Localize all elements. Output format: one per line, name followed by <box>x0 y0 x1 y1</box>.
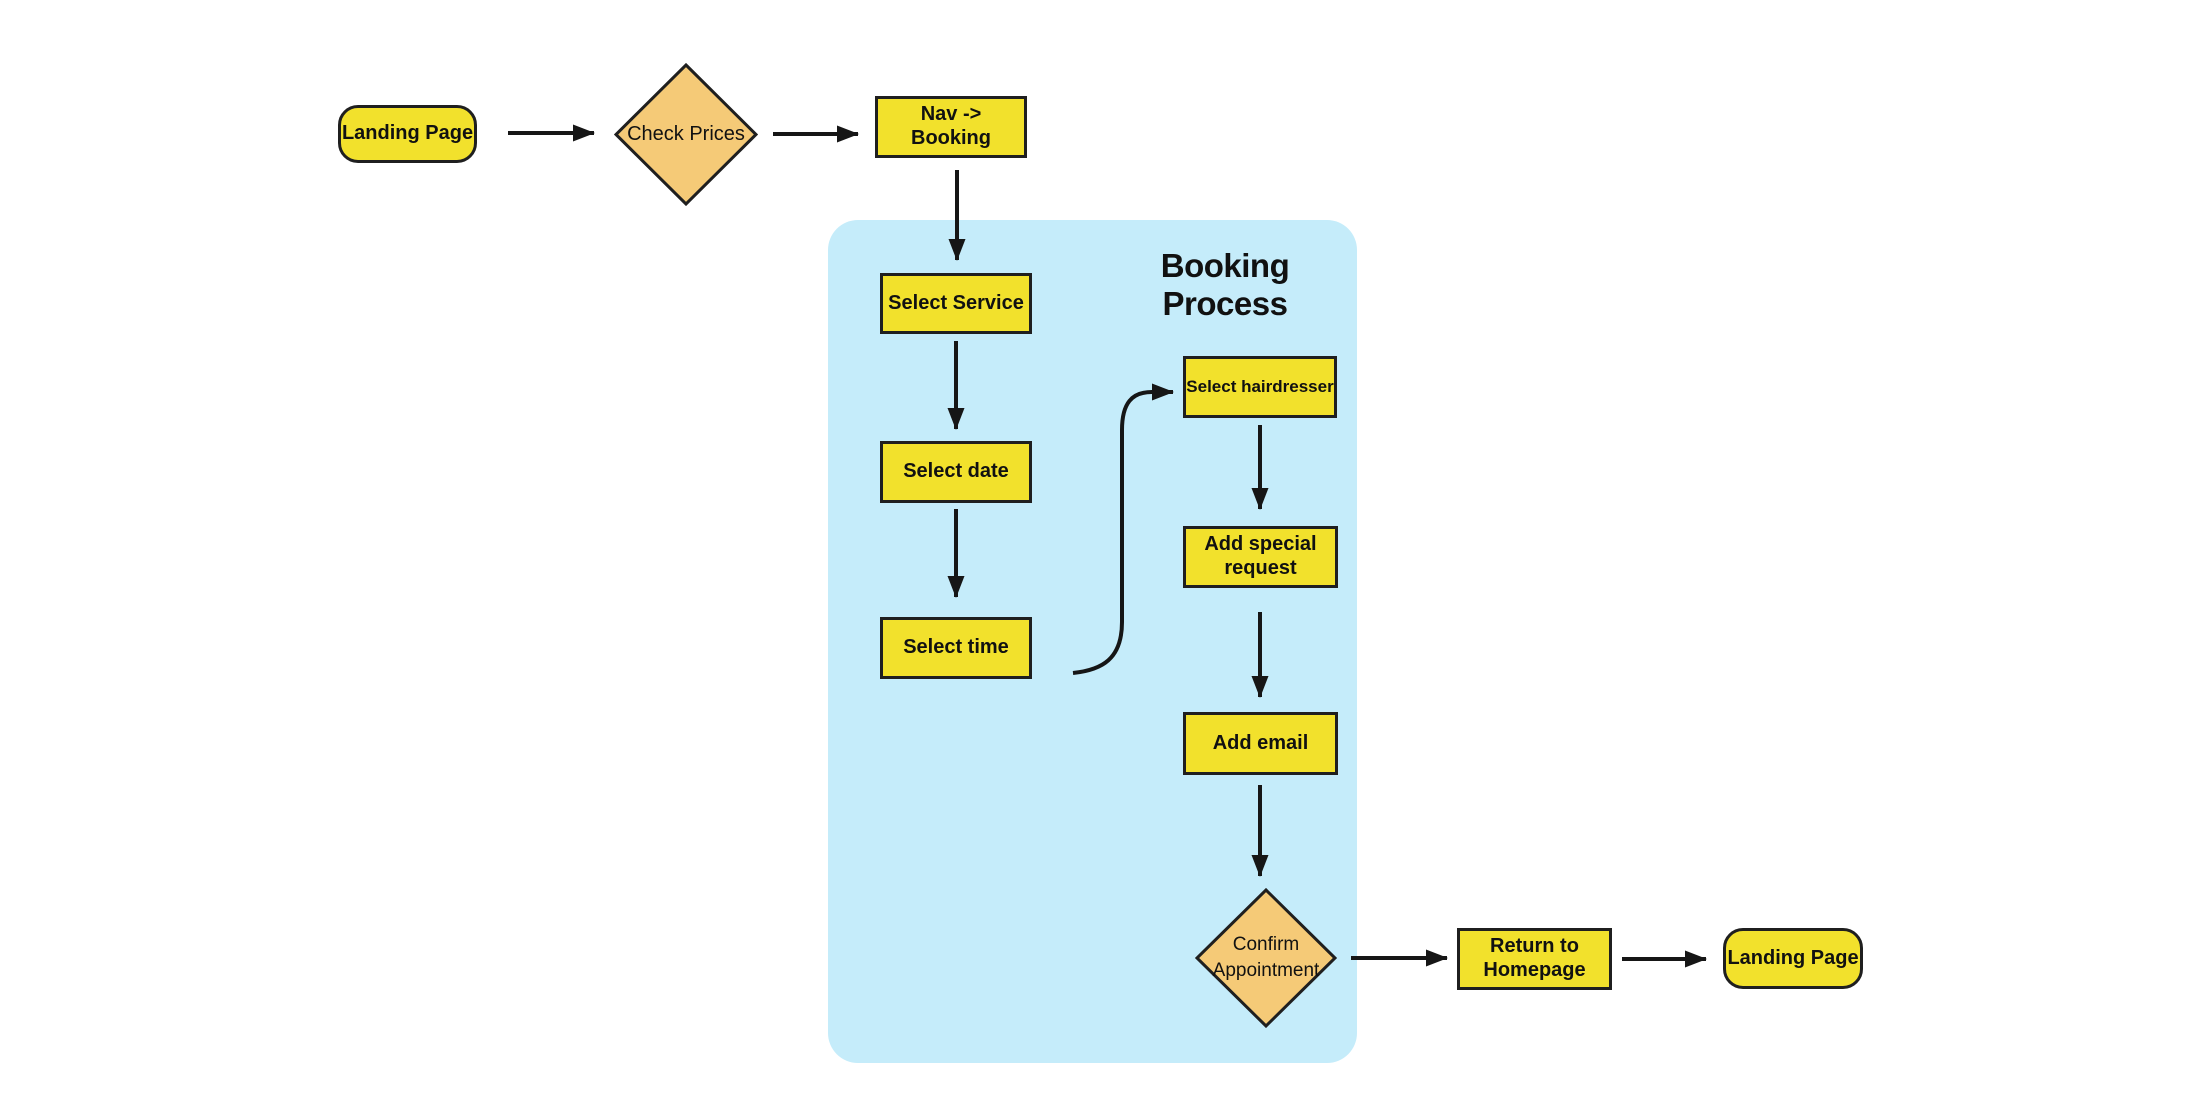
node-return-to-homepage-label: Return to Homepage <box>1483 935 1586 981</box>
node-landing-page-start: Landing Page <box>338 105 477 163</box>
node-nav-booking: Nav -> Booking <box>875 96 1027 158</box>
node-select-date-label: Select date <box>903 460 1009 483</box>
node-select-time-label: Select time <box>903 636 1009 659</box>
node-add-email-label: Add email <box>1212 731 1309 754</box>
node-check-prices-label: Check Prices <box>627 123 745 145</box>
node-return-to-homepage: Return to Homepage <box>1457 928 1612 990</box>
node-nav-booking-label: Nav -> Booking <box>911 103 991 149</box>
booking-process-title: Booking Process <box>1160 247 1290 322</box>
node-landing-page-end-label: Landing Page <box>1727 946 1859 969</box>
node-add-special-request-label: Add special request <box>1204 533 1317 579</box>
node-landing-page-start-label: Landing Page <box>341 122 474 145</box>
node-select-time: Select time <box>880 617 1032 679</box>
node-confirm-appointment-label: Confirm Appointment <box>1212 934 1320 981</box>
confirm-appointment-diamond-shape <box>1195 888 1337 1028</box>
node-select-hairdresser-label: Select hairdresser <box>1186 376 1334 396</box>
node-select-hairdresser: Select hairdresser <box>1183 356 1337 418</box>
node-add-email: Add email <box>1183 712 1338 775</box>
node-add-special-request: Add special request <box>1183 526 1338 588</box>
check-prices-diamond-shape <box>614 63 758 206</box>
node-confirm-appointment: Confirm Appointment <box>1195 888 1337 1028</box>
node-select-service: Select Service <box>880 273 1032 334</box>
node-check-prices: Check Prices <box>614 63 758 206</box>
node-landing-page-end: Landing Page <box>1723 928 1863 989</box>
node-select-service-label: Select Service <box>888 291 1024 314</box>
node-select-date: Select date <box>880 441 1032 503</box>
